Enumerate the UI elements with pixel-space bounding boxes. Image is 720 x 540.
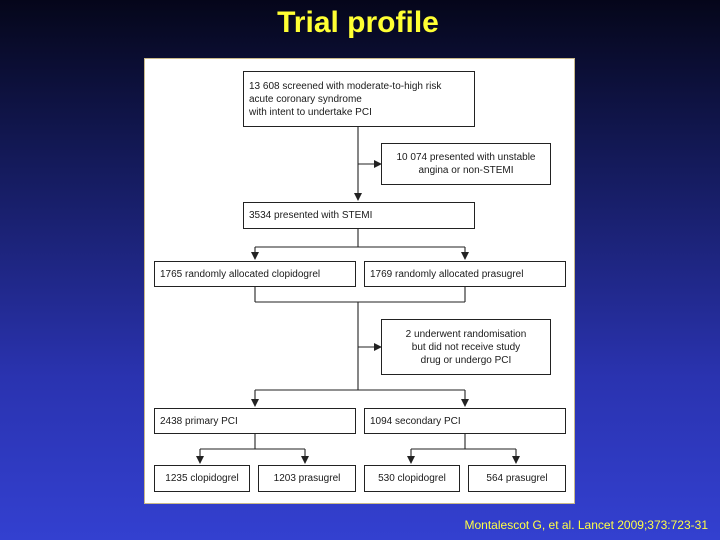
box-primary-prasugrel: 1203 prasugrel bbox=[258, 465, 356, 492]
box-secondary-pci-text: 1094 secondary PCI bbox=[370, 415, 461, 427]
box-excluded: 10 074 presented with unstable angina or… bbox=[381, 143, 551, 185]
box-no-drug-text: 2 underwent randomisation but did not re… bbox=[405, 328, 527, 366]
box-excluded-text: 10 074 presented with unstable angina or… bbox=[396, 152, 536, 176]
box-secondary-prasugrel: 564 prasugrel bbox=[468, 465, 566, 492]
citation-text: Montalescot G, et al. Lancet 2009;373:72… bbox=[464, 518, 709, 532]
box-secondary-prasugrel-text: 564 prasugrel bbox=[486, 473, 548, 484]
box-stemi-text: 3534 presented with STEMI bbox=[249, 210, 373, 221]
box-clopidogrel-arm-text: 1765 randomly allocated clopidogrel bbox=[160, 268, 321, 280]
box-no-drug: 2 underwent randomisation but did not re… bbox=[381, 319, 551, 375]
box-prasugrel-arm-text: 1769 randomly allocated prasugrel bbox=[370, 268, 524, 280]
box-secondary-clopidogrel-text: 530 clopidogrel bbox=[378, 473, 446, 484]
slide-title: Trial profile bbox=[277, 6, 439, 39]
box-screened: 13 608 screened with moderate-to-high ri… bbox=[243, 71, 475, 127]
box-clopidogrel-arm: 1765 randomly allocated clopidogrel bbox=[154, 261, 356, 287]
box-stemi: 3534 presented with STEMI bbox=[243, 202, 475, 229]
box-primary-prasugrel-text: 1203 prasugrel bbox=[273, 473, 341, 484]
box-primary-pci-text: 2438 primary PCI bbox=[160, 415, 238, 427]
box-secondary-clopidogrel: 530 clopidogrel bbox=[364, 465, 460, 492]
box-primary-pci: 2438 primary PCI bbox=[154, 408, 356, 434]
connector-lines bbox=[196, 127, 520, 464]
box-screened-text: 13 608 screened with moderate-to-high ri… bbox=[249, 80, 442, 118]
box-secondary-pci: 1094 secondary PCI bbox=[364, 408, 566, 434]
box-primary-clopidogrel: 1235 clopidogrel bbox=[154, 465, 250, 492]
box-primary-clopidogrel-text: 1235 clopidogrel bbox=[165, 473, 239, 484]
flowchart-panel: 13 608 screened with moderate-to-high ri… bbox=[144, 58, 575, 504]
box-prasugrel-arm: 1769 randomly allocated prasugrel bbox=[364, 261, 566, 287]
